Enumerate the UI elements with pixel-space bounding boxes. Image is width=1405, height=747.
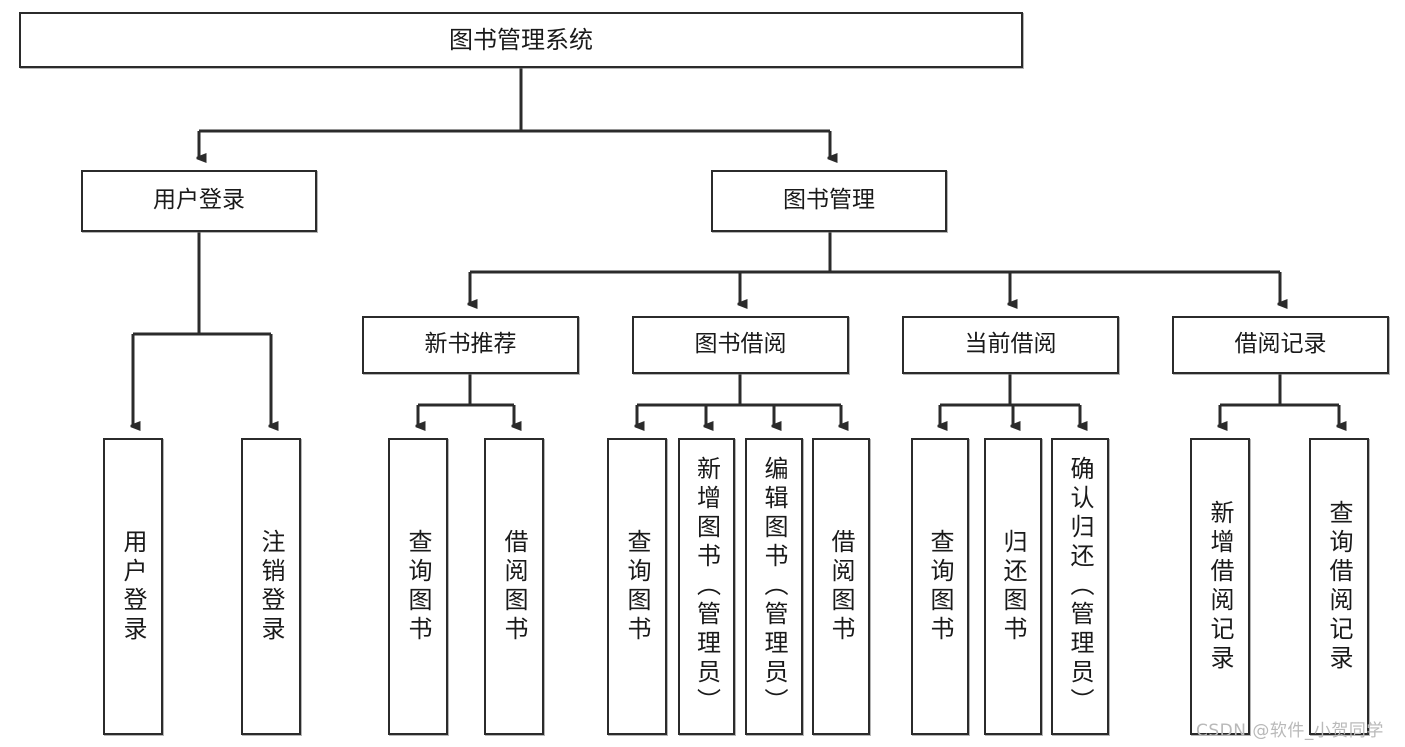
- node-leaf-query-book-borrow-label: 查询图书: [623, 528, 651, 645]
- node-user-login[interactable]: 用户登录: [81, 170, 317, 232]
- node-leaf-borrow-book-rec[interactable]: 借阅图书: [484, 438, 544, 735]
- node-book-manage[interactable]: 图书管理: [711, 170, 947, 232]
- node-leaf-return-book-label: 归还图书: [999, 528, 1027, 645]
- node-book-borrow[interactable]: 图书借阅: [632, 316, 849, 374]
- node-borrow-record[interactable]: 借阅记录: [1172, 316, 1389, 374]
- node-new-book-recommend-label: 新书推荐: [424, 331, 517, 358]
- node-new-book-recommend[interactable]: 新书推荐: [362, 316, 579, 374]
- node-leaf-add-borrow-record[interactable]: 新增借阅记录: [1190, 438, 1250, 735]
- node-leaf-add-book-admin[interactable]: 新增图书（管理员）: [678, 438, 735, 735]
- node-user-login-label: 用户登录: [153, 187, 245, 214]
- node-leaf-query-book-rec-label: 查询图书: [404, 528, 432, 645]
- node-book-borrow-label: 图书借阅: [694, 331, 787, 358]
- node-leaf-logout[interactable]: 注销登录: [241, 438, 301, 735]
- node-leaf-query-book-current-label: 查询图书: [926, 528, 954, 645]
- node-root-label: 图书管理系统: [449, 25, 593, 54]
- node-leaf-query-borrow-record-label: 查询借阅记录: [1325, 499, 1353, 674]
- node-leaf-confirm-return-admin-label: 确认归还（管理员）: [1066, 456, 1094, 717]
- node-leaf-confirm-return-admin[interactable]: 确认归还（管理员）: [1051, 438, 1109, 735]
- node-leaf-borrow-book-rec-label: 借阅图书: [500, 528, 528, 645]
- node-current-borrow-label: 当前借阅: [964, 331, 1057, 358]
- node-leaf-return-book[interactable]: 归还图书: [984, 438, 1042, 735]
- node-leaf-query-borrow-record[interactable]: 查询借阅记录: [1309, 438, 1369, 735]
- node-book-manage-label: 图书管理: [783, 187, 875, 214]
- node-leaf-user-login[interactable]: 用户登录: [103, 438, 163, 735]
- node-leaf-edit-book-admin-label: 编辑图书（管理员）: [760, 456, 788, 717]
- node-leaf-query-book-borrow[interactable]: 查询图书: [607, 438, 667, 735]
- node-leaf-add-book-admin-label: 新增图书（管理员）: [692, 456, 721, 717]
- node-leaf-logout-label: 注销登录: [257, 528, 285, 645]
- node-leaf-borrow-book[interactable]: 借阅图书: [812, 438, 870, 735]
- node-current-borrow[interactable]: 当前借阅: [902, 316, 1119, 374]
- node-borrow-record-label: 借阅记录: [1234, 331, 1327, 358]
- node-leaf-query-book-current[interactable]: 查询图书: [911, 438, 969, 735]
- csdn-watermark: CSDN @软件_小贺同学: [1196, 721, 1384, 741]
- node-leaf-add-borrow-record-label: 新增借阅记录: [1206, 499, 1234, 674]
- node-leaf-borrow-book-label: 借阅图书: [827, 528, 855, 645]
- node-leaf-edit-book-admin[interactable]: 编辑图书（管理员）: [745, 438, 803, 735]
- node-leaf-user-login-label: 用户登录: [119, 528, 147, 645]
- node-root[interactable]: 图书管理系统: [19, 12, 1023, 68]
- node-leaf-query-book-rec[interactable]: 查询图书: [388, 438, 448, 735]
